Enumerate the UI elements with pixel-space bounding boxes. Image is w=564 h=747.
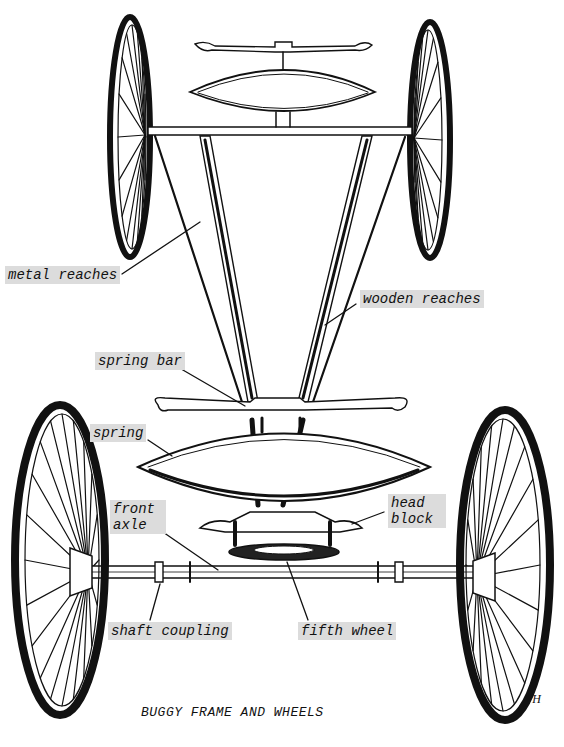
part-label: head block bbox=[388, 494, 446, 528]
rear-spring bbox=[190, 70, 375, 111]
part-label: spring bar bbox=[95, 352, 185, 370]
spring-bar bbox=[195, 42, 372, 52]
front-wheel bbox=[460, 410, 550, 720]
part-label: front axle bbox=[110, 500, 166, 534]
part-label: spring bbox=[90, 424, 146, 442]
signature: VH bbox=[522, 690, 544, 708]
rear-axle bbox=[148, 127, 412, 135]
part-label: fifth wheel bbox=[298, 622, 396, 640]
front-axle bbox=[82, 566, 486, 578]
part-label: metal reaches bbox=[5, 266, 120, 284]
fifth-wheel bbox=[229, 544, 339, 560]
part-label: wooden reaches bbox=[360, 290, 484, 308]
head-block bbox=[200, 512, 362, 532]
caption: BUGGY FRAME AND WHEELS bbox=[138, 704, 327, 722]
part-label: shaft coupling bbox=[108, 622, 232, 640]
wooden-reach bbox=[298, 136, 372, 402]
front-spring bbox=[138, 434, 430, 502]
front-wheel bbox=[15, 405, 105, 715]
rear-wheel bbox=[410, 22, 450, 258]
shaft-coupling bbox=[155, 562, 403, 582]
front-spring-bar bbox=[155, 398, 407, 411]
metal-reach bbox=[313, 137, 405, 402]
rear-wheel bbox=[110, 17, 150, 257]
leader-lines bbox=[122, 222, 384, 620]
